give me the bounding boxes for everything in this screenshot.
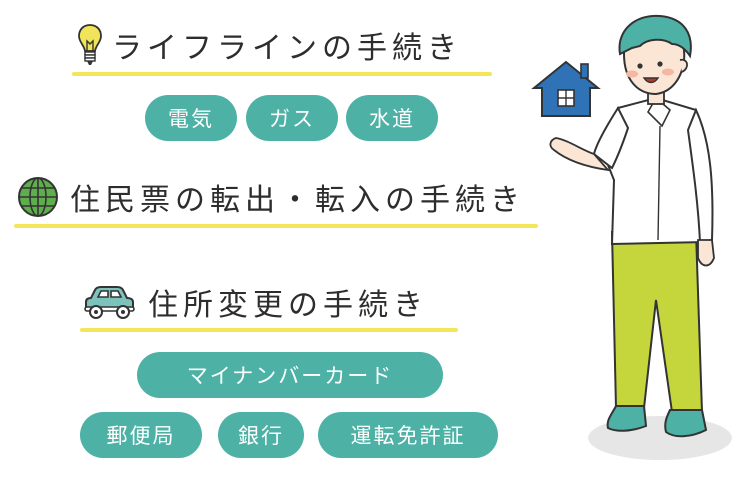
light-bulb-icon [76, 22, 104, 68]
heading-resident: 住民票の転出・転入の手続き [16, 175, 525, 219]
right-shoe [664, 409, 708, 438]
left-shoe [606, 405, 648, 432]
pill-electricity: 電気 [145, 95, 237, 141]
heading-resident-text: 住民票の転出・転入の手続き [70, 183, 525, 218]
pill-water: 水道 [346, 95, 438, 141]
heading-resident-underline [14, 224, 538, 228]
heading-address: 住所変更の手続き [80, 280, 428, 324]
pill-post-office: 郵便局 [80, 412, 202, 458]
globe-icon [16, 175, 60, 219]
pill-gas: ガス [246, 95, 338, 141]
pill-my-number-card: マイナンバーカード [137, 352, 443, 398]
heading-lifeline-text: ライフラインの手続き [112, 31, 462, 66]
car-icon [80, 282, 138, 322]
heading-lifeline-underline [72, 72, 492, 76]
open-hand [549, 137, 611, 172]
pill-drivers-license: 運転免許証 [318, 412, 498, 458]
house-icon [531, 60, 601, 117]
hair [618, 14, 692, 59]
heading-address-underline [80, 328, 458, 332]
pants [610, 231, 704, 413]
heading-lifeline: ライフラインの手続き [76, 22, 462, 68]
person-illustration [531, 14, 732, 460]
heading-address-text: 住所変更の手続き [148, 288, 428, 323]
head [618, 14, 692, 96]
left-arm [592, 105, 630, 170]
pill-bank: 銀行 [218, 412, 304, 458]
